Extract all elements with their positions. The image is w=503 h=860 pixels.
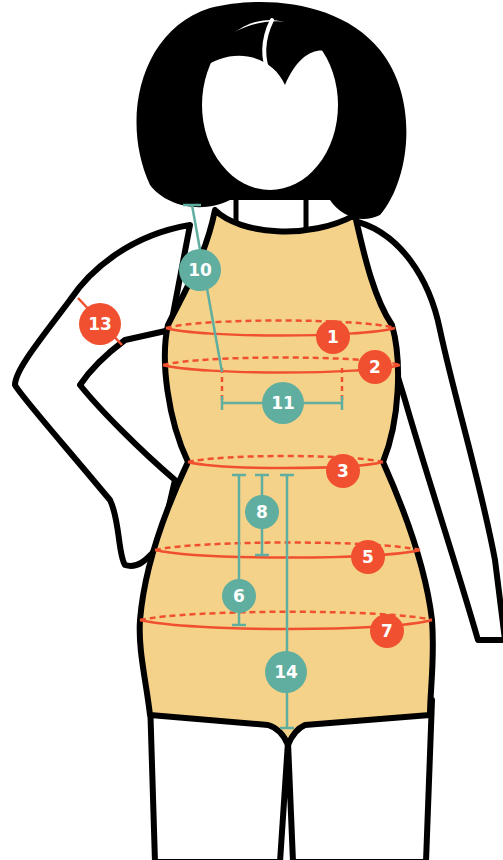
callout-number: 7	[370, 614, 404, 648]
callout-number: 2	[358, 350, 392, 384]
callout-number: 3	[326, 454, 360, 488]
callout-number: 10	[179, 249, 221, 291]
callout-number: 1	[316, 320, 350, 354]
girth-lines	[78, 298, 432, 629]
callout-number: 5	[351, 540, 385, 574]
callout-number: 14	[265, 651, 307, 693]
callout-number: 11	[262, 382, 304, 424]
fringe	[200, 21, 352, 85]
callout-number: 13	[79, 303, 121, 345]
callout-number: 8	[245, 495, 279, 529]
garment	[140, 210, 433, 745]
callout-number: 6	[222, 579, 256, 613]
hair	[137, 2, 407, 219]
